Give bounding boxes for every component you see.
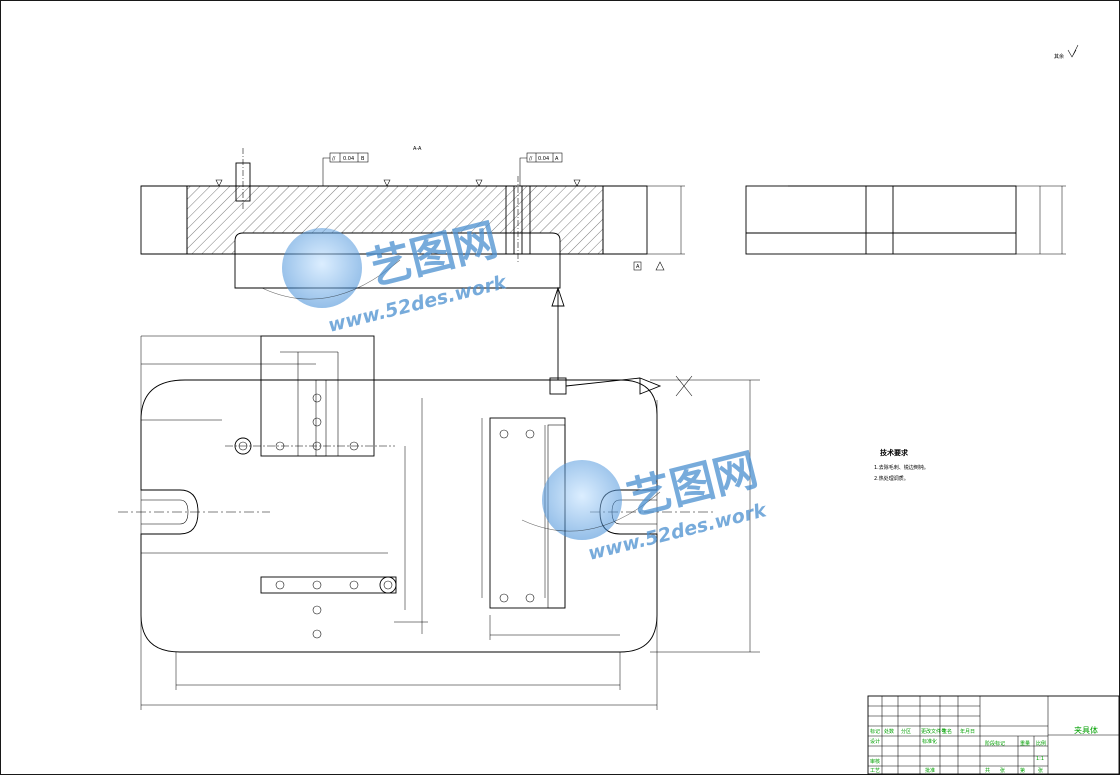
side-view bbox=[745, 185, 1066, 255]
svg-text:张: 张 bbox=[1038, 767, 1043, 774]
svg-text:重量: 重量 bbox=[1020, 740, 1030, 747]
svg-text:阶段标记: 阶段标记 bbox=[985, 740, 1005, 747]
svg-text:张: 张 bbox=[1000, 767, 1005, 774]
svg-text:工艺: 工艺 bbox=[870, 768, 880, 774]
tolerance-frame-1: // 0.04 B bbox=[322, 152, 369, 186]
svg-text:1:1: 1:1 bbox=[1036, 756, 1044, 762]
svg-text://: // bbox=[529, 156, 533, 162]
svg-text:标准化: 标准化 bbox=[922, 738, 937, 745]
svg-text:A: A bbox=[555, 156, 559, 162]
holes bbox=[234, 393, 535, 639]
svg-text:设计: 设计 bbox=[870, 738, 880, 745]
part-name: 夹具体 bbox=[1074, 725, 1098, 735]
hatched-section bbox=[186, 185, 604, 255]
svg-text://: // bbox=[332, 156, 336, 162]
svg-text:0.04: 0.04 bbox=[538, 156, 549, 162]
globe-logo-icon bbox=[282, 228, 362, 308]
tech-req-item-1: 1.去除毛刺、锐边倒钝。 bbox=[874, 464, 929, 471]
svg-text:更改文件号: 更改文件号 bbox=[921, 728, 946, 735]
svg-text:B: B bbox=[361, 156, 365, 162]
svg-text:比例: 比例 bbox=[1036, 740, 1046, 747]
surface-roughness-icon bbox=[1067, 44, 1079, 58]
technical-requirements: 技术要求 1.去除毛刺、锐边倒钝。 2.热处理调质。 bbox=[874, 448, 929, 482]
svg-text:0.04: 0.04 bbox=[343, 156, 354, 162]
svg-text:处数: 处数 bbox=[884, 728, 894, 735]
plan-view bbox=[118, 335, 760, 710]
svg-text:标记: 标记 bbox=[870, 728, 880, 735]
watermark-2: 艺图网 www.52des.work bbox=[521, 444, 770, 565]
section-view: A-A // 0.04 B bbox=[140, 146, 685, 289]
svg-text:签名: 签名 bbox=[942, 728, 952, 735]
globe-logo-icon bbox=[542, 460, 622, 540]
svg-text:第: 第 bbox=[1020, 767, 1025, 774]
svg-text:年月日: 年月日 bbox=[960, 728, 975, 735]
section-label: A-A bbox=[413, 146, 422, 152]
svg-text:分区: 分区 bbox=[901, 728, 911, 735]
tech-req-item-2: 2.热处理调质。 bbox=[874, 475, 909, 482]
view-arrow bbox=[549, 286, 693, 397]
roughness-note-label: 其余 bbox=[1054, 53, 1064, 60]
svg-text:A: A bbox=[636, 264, 640, 270]
title-block: 标记 处数 分区 更改文件号 签名 年月日 设计 标准化 阶段标记 重量 比例 … bbox=[867, 695, 1120, 775]
tolerance-frame-2: // 0.04 A bbox=[519, 152, 563, 186]
svg-text:审核: 审核 bbox=[870, 758, 880, 765]
datum-a-marker: A bbox=[633, 261, 665, 271]
roughness-note: 其余 bbox=[1054, 44, 1079, 60]
svg-text:共: 共 bbox=[985, 767, 990, 774]
svg-text:批准: 批准 bbox=[925, 767, 935, 774]
tech-req-title: 技术要求 bbox=[880, 448, 909, 457]
